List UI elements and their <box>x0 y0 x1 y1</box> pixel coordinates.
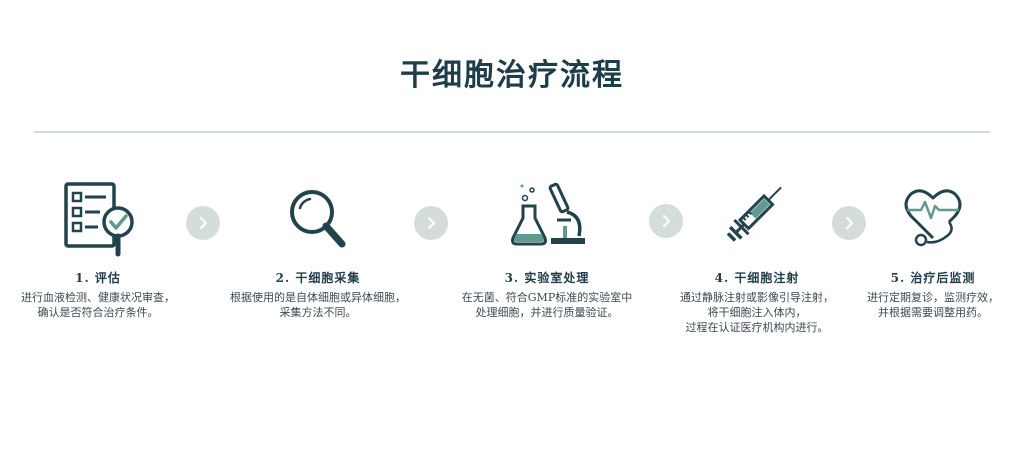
magnifying-glass-icon <box>290 190 346 248</box>
step-label: 5. 治疗后监测 <box>890 271 976 285</box>
step-label: 1. 评估 <box>75 271 121 285</box>
chevron-right-icon <box>427 216 436 230</box>
checklist-magnifier-icon <box>64 182 134 257</box>
heart-stethoscope-icon <box>904 189 962 247</box>
step-label: 4. 干细胞注射 <box>714 271 800 285</box>
divider <box>34 131 990 133</box>
step-arrow <box>186 206 220 240</box>
step-label: 2. 干细胞采集 <box>275 271 361 285</box>
chevron-right-icon <box>662 214 671 228</box>
lab-flask-microscope-icon <box>511 182 585 246</box>
step-evaluation: 1. 评估 进行血液检测、健康状况审查， 确认是否符合治疗条件。 <box>0 178 203 320</box>
step-arrow <box>649 204 683 238</box>
syringe-icon <box>726 186 782 242</box>
step-description: 通过静脉注射或影像引导注射， 将干细胞注入体内， 过程在认证医疗机构内进行。 <box>680 291 834 334</box>
step-injection: 4. 干细胞注射 通过静脉注射或影像引导注射， 将干细胞注入体内， 过程在认证医… <box>652 178 862 335</box>
step-arrow <box>832 206 866 240</box>
step-arrow <box>414 206 448 240</box>
chevron-right-icon <box>845 216 854 230</box>
step-monitoring: 5. 治疗后监测 进行定期复诊，监测疗效， 并根据需要调整用药。 <box>828 178 1024 320</box>
chevron-right-icon <box>199 216 208 230</box>
step-label: 3. 实验室处理 <box>504 271 590 285</box>
step-description: 进行定期复诊，监测疗效， 并根据需要调整用药。 <box>867 291 999 319</box>
page-title: 干细胞治疗流程 <box>400 58 624 93</box>
step-description: 在无菌、符合GMP标准的实验室中 处理细胞，并进行质量验证。 <box>461 291 633 319</box>
step-lab-processing: 3. 实验室处理 在无菌、符合GMP标准的实验室中 处理细胞，并进行质量验证。 <box>442 178 652 320</box>
step-description: 根据使用的是自体细胞或异体细胞， 采集方法不同。 <box>230 291 406 319</box>
step-description: 进行血液检测、健康状况审查， 确认是否符合治疗条件。 <box>21 291 175 319</box>
step-collection: 2. 干细胞采集 根据使用的是自体细胞或异体细胞， 采集方法不同。 <box>213 178 423 320</box>
